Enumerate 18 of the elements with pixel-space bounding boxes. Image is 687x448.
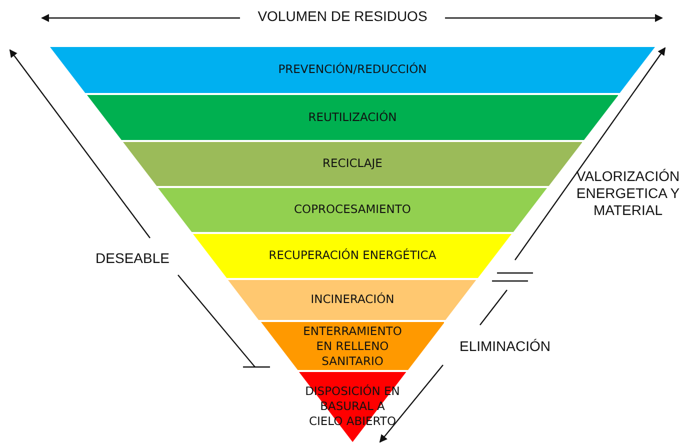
- side-label: ELIMINACIÓN: [458, 338, 552, 355]
- side-label: DESEABLE: [94, 250, 170, 267]
- band-label: REUTILIZACIÓN: [307, 110, 398, 125]
- band-label: RECICLAJE: [322, 156, 384, 171]
- band-label: INCINERACIÓN: [310, 292, 396, 307]
- band-label: RECUPERACIÓN ENERGÉTICA: [268, 248, 438, 263]
- pyramid-band: [50, 47, 655, 93]
- pyramid-band: [260, 322, 444, 370]
- pyramid-band: [228, 280, 477, 320]
- band-label: PREVENCIÓN/REDUCCIÓN: [277, 62, 428, 77]
- band-label: COPROCESAMIENTO: [292, 202, 412, 217]
- side-label: VALORIZACIÓN ENERGETICA Y MATERIAL: [575, 168, 681, 219]
- pyramid-band: [158, 188, 547, 232]
- pyramid-tip: [298, 372, 406, 442]
- pyramid-band: [193, 234, 512, 278]
- pyramid-band: [86, 95, 618, 140]
- axis-label: VOLUMEN DE RESIDUOS: [256, 8, 428, 25]
- band-label: ENTERRAMIENTO EN RELLENO SANITARIO: [302, 324, 403, 369]
